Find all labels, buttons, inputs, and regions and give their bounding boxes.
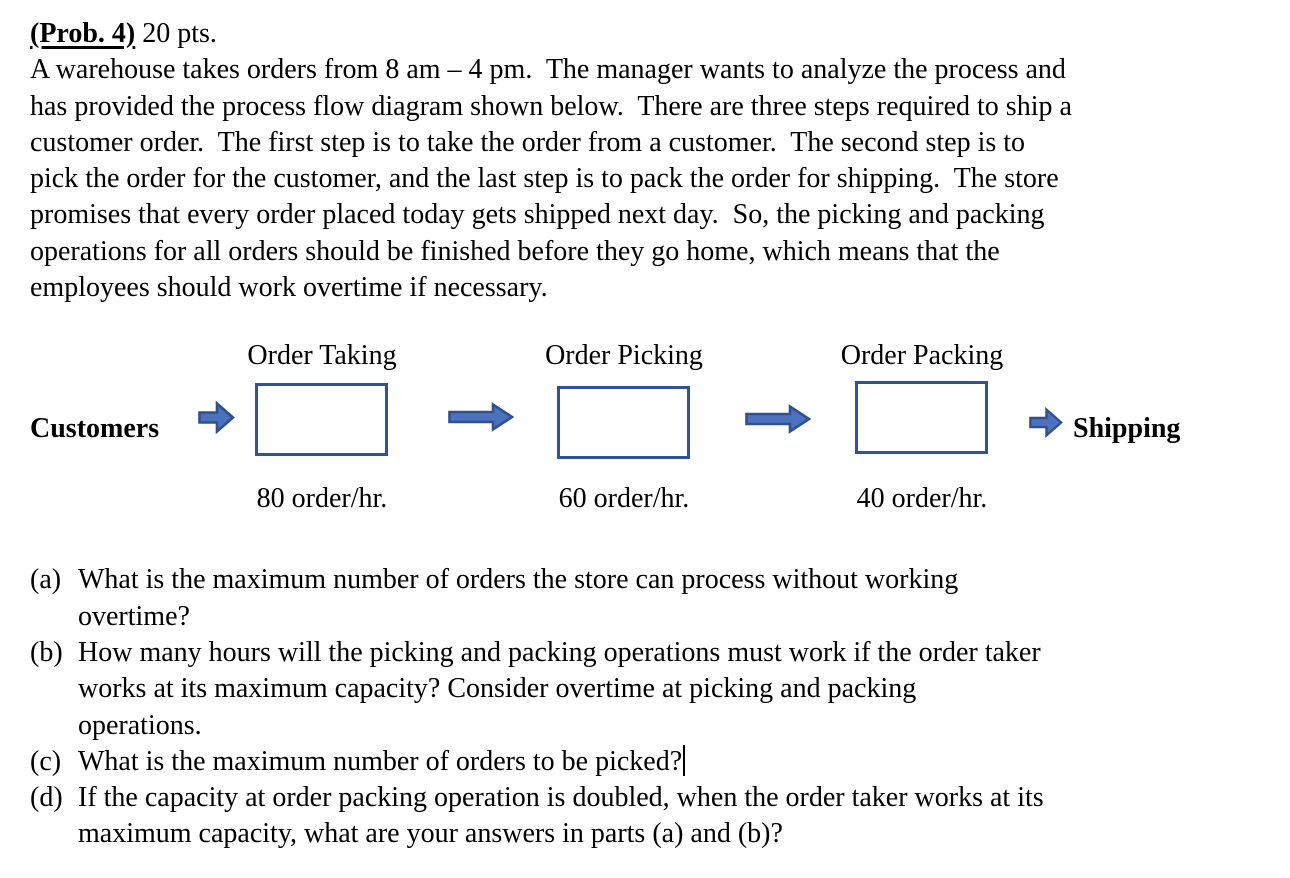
question-line: What is the maximum number of orders to … [78,744,1260,780]
process-step-box-order-packing [855,381,988,455]
question-text: What is the maximum number of orders to … [78,745,683,777]
paragraph-line: has provided the process flow diagram sh… [30,90,1072,122]
shipping-label: Shipping [1073,413,1181,445]
question-marker: (c) [30,745,62,777]
question-marker: (d) [30,782,63,814]
flow-arrow-icon [1029,407,1063,439]
flow-arrow-icon [448,402,514,433]
question-line: How many hours will the picking and pack… [78,636,1041,668]
paragraph-line: A warehouse takes orders from 8 am – 4 p… [30,54,1066,86]
question-line: What is the maximum number of orders the… [78,564,959,596]
step-label-order-taking: Order Taking [247,340,397,372]
process-step-box-order-taking [255,383,388,457]
question-line: overtime? [78,600,190,632]
question-line: works at its maximum capacity? Consider … [78,673,917,705]
process-flow-diagram: Order Taking Order Picking Order Packing… [0,330,1290,545]
question-line: If the capacity at order packing operati… [78,782,1044,814]
problem-points: 20 pts. [135,18,217,49]
question-item-d: (d) If the capacity at order packing ope… [30,780,1260,853]
rate-label-order-taking: 80 order/hr. [256,483,388,515]
customers-label: Customers [30,413,160,445]
question-item-a: (a) What is the maximum number of orders… [30,562,1260,635]
step-label-order-packing: Order Packing [840,340,1004,372]
question-line: operations. [78,709,202,741]
flow-arrow-icon [198,401,235,435]
question-item-b: (b) How many hours will the picking and … [30,635,1260,744]
rate-label-order-packing: 40 order/hr. [856,483,988,515]
step-label-order-picking: Order Picking [545,340,703,372]
questions-list: (a) What is the maximum number of orders… [30,562,1260,852]
flow-arrow-icon [745,404,811,435]
paragraph-line: promises that every order placed today g… [30,199,1045,231]
paragraph-line: employees should work overtime if necess… [30,272,548,304]
question-line: maximum capacity, what are your answers … [78,818,783,850]
question-marker: (b) [30,636,63,668]
intro-paragraph: A warehouse takes orders from 8 am – 4 p… [30,52,1260,306]
rate-label-order-picking: 60 order/hr. [558,483,690,515]
text-cursor [683,744,686,776]
problem-title: (Prob. 4) 20 pts. [30,16,1260,52]
paragraph-line: customer order. The first step is to tak… [30,126,1026,158]
question-marker: (a) [30,564,62,596]
process-step-box-order-picking [557,386,690,460]
question-item-c: (c) What is the maximum number of orders… [30,744,1260,780]
problem-number: (Prob. 4) [30,18,136,49]
paragraph-line: pick the order for the customer, and the… [30,163,1059,195]
paragraph-line: operations for all orders should be fini… [30,235,1000,267]
